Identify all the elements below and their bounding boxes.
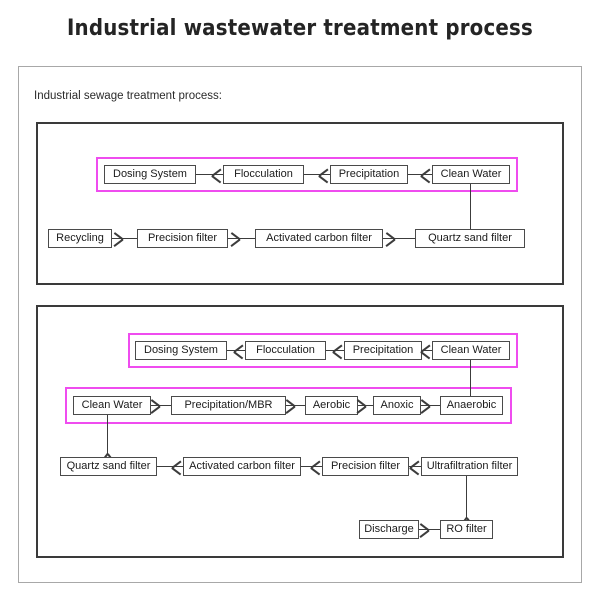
node-flocculation[interactable]: Flocculation xyxy=(223,165,304,184)
node-aerobic[interactable]: Aerobic xyxy=(305,396,358,415)
node-activated-carbon-filter[interactable]: Activated carbon filter xyxy=(255,229,383,248)
connector-line xyxy=(419,529,440,531)
card-caption: Industrial sewage treatment process: xyxy=(34,90,222,102)
connector-line-vertical xyxy=(470,184,472,231)
highlight-box-s1-row1 xyxy=(96,157,518,192)
highlight-box-s2-row1 xyxy=(128,333,518,368)
node-precipitation[interactable]: Precipitation xyxy=(330,165,408,184)
node-recycling[interactable]: Recycling xyxy=(48,229,112,248)
connector-line xyxy=(421,405,440,407)
connector-line xyxy=(157,466,183,468)
node-dosing-system[interactable]: Dosing System xyxy=(104,165,196,184)
connector-line xyxy=(383,238,415,240)
node-activated-carbon-filter[interactable]: Activated carbon filter xyxy=(183,457,301,476)
node-precision-filter[interactable]: Precision filter xyxy=(322,457,409,476)
connector-line xyxy=(196,174,223,176)
node-clean-water[interactable]: Clean Water xyxy=(432,341,510,360)
page-title: Industrial wastewater treatment process xyxy=(66,16,534,41)
node-dosing-system[interactable]: Dosing System xyxy=(135,341,227,360)
connector-line xyxy=(304,174,330,176)
connector-line-vertical xyxy=(470,360,472,397)
node-quartz-sand-filter[interactable]: Quartz sand filter xyxy=(415,229,525,248)
section-recycling-process xyxy=(36,122,564,285)
node-precision-filter[interactable]: Precision filter xyxy=(137,229,228,248)
node-clean-water[interactable]: Clean Water xyxy=(432,165,510,184)
node-precipitation-mbr[interactable]: Precipitation/MBR xyxy=(171,396,286,415)
connector-line xyxy=(409,466,421,468)
node-anoxic[interactable]: Anoxic xyxy=(373,396,421,415)
connector-line xyxy=(228,238,255,240)
connector-line xyxy=(286,405,305,407)
connector-line-vertical xyxy=(466,476,468,518)
node-ro-filter[interactable]: RO filter xyxy=(440,520,493,539)
connector-line xyxy=(151,405,171,407)
highlight-box-s2-row2 xyxy=(65,387,512,424)
node-precipitation[interactable]: Precipitation xyxy=(344,341,422,360)
node-discharge[interactable]: Discharge xyxy=(359,520,419,539)
connector-line-vertical xyxy=(107,415,109,454)
node-anaerobic[interactable]: Anaerobic xyxy=(440,396,503,415)
node-ultrafiltration-filter[interactable]: Ultrafiltration filter xyxy=(421,457,518,476)
node-quartz-sand-filter[interactable]: Quartz sand filter xyxy=(60,457,157,476)
node-flocculation[interactable]: Flocculation xyxy=(245,341,326,360)
connector-line xyxy=(422,350,432,352)
connector-line xyxy=(112,238,137,240)
node-clean-water[interactable]: Clean Water xyxy=(73,396,151,415)
connector-line xyxy=(408,174,432,176)
